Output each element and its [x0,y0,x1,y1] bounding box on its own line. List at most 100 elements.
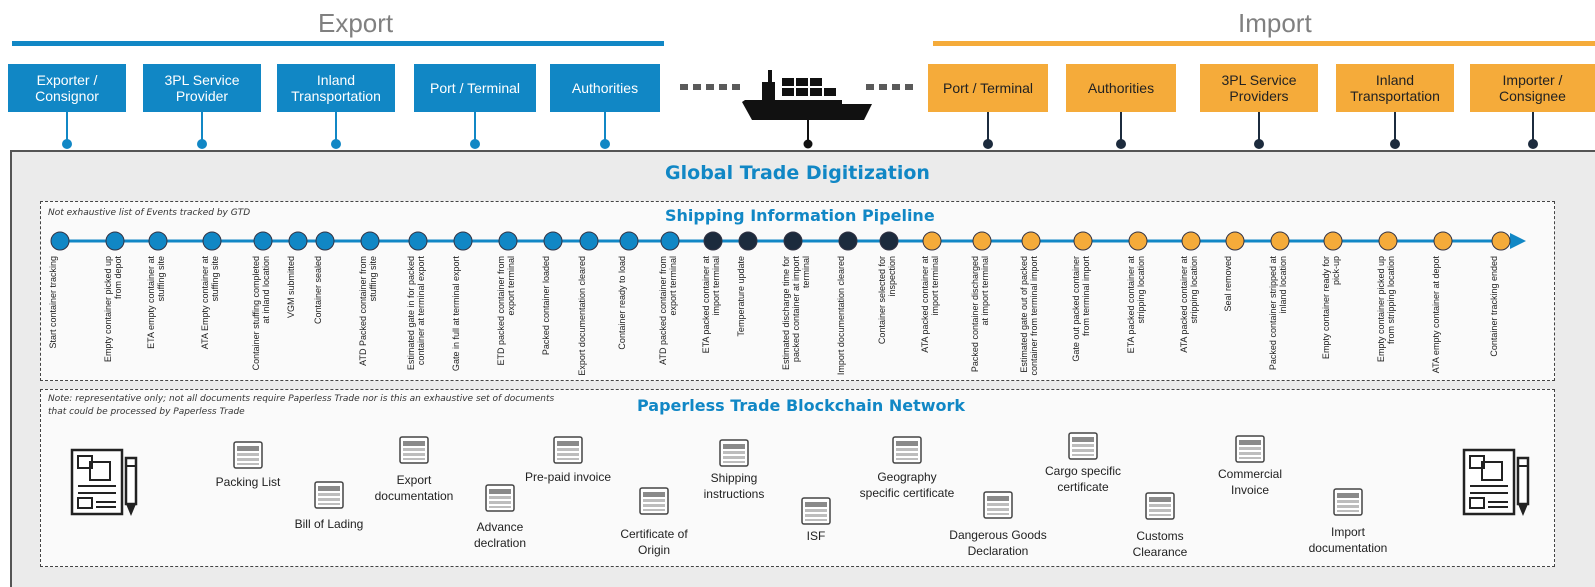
pipeline-event-label: Empty container picked up from depot [103,256,123,363]
document-label: Bill of Lading [294,517,364,531]
document-label: Dangerous Goods Declaration [949,528,1047,558]
document-icon [983,491,1013,519]
pipeline-event-dot [972,231,992,251]
connector-dash [706,84,714,90]
pipeline-event-label: ATD packed container from export termina… [658,256,678,365]
pipeline-event-dot [838,231,858,251]
document-icon [1235,435,1265,463]
pipeline-event-dot [453,231,473,251]
blockchain-box [40,389,1555,567]
pipeline-event-label: ATA Empty container at stuffing site [200,256,220,350]
document-pencil-icon [70,448,138,516]
pipeline-event-dot [50,231,70,251]
document-label: Cargo specific certificate [1044,464,1122,494]
pipeline-event-dot [1433,231,1453,251]
pipeline-event-label: Gate out packed container from terminal … [1071,256,1091,362]
document-icon [399,436,429,464]
pipeline-event-dot [1491,231,1511,251]
pipeline-event-label: Estimated gate in for packed container a… [406,256,426,371]
pipeline-event-dot [783,231,803,251]
party-connector-dot [470,139,480,149]
connector-dash [719,84,727,90]
party-connector-dot [1390,139,1400,149]
pipeline-event-dot [1181,231,1201,251]
document-label: Advance declration [473,520,527,550]
pipeline-event-label: ETD packed container from export termina… [496,256,516,366]
pipeline-event-label: Gate in full at terminal export [451,256,461,372]
connector-dash [732,84,740,90]
pipeline-event-label: Estimated discharge time for packed cont… [781,256,811,371]
gtd-title: Global Trade Digitization [665,162,930,184]
document-label: Export documentation [374,473,454,503]
party-connector-dot [1116,139,1126,149]
pipeline-note: Not exhaustive list of Events tracked by… [48,208,251,218]
pipeline-event-dot [148,231,168,251]
pipeline-event-label: Temperature update [736,256,746,337]
connector-dash [892,84,900,90]
document-icon [892,436,922,464]
document-icon [1333,488,1363,516]
document-icon [314,481,344,509]
import-bar [933,41,1595,46]
party-connector [1394,112,1396,142]
party-connector-dot [331,139,341,149]
pipeline-event-dot [703,231,723,251]
party-connector [604,112,606,142]
pipeline-event-label: Container ready to load [617,256,627,350]
pipeline-event-label: Packed container loaded [541,256,551,356]
pipeline-event-label: ATA packed container at import terminal [920,256,940,353]
party-connector [201,112,203,142]
party-connector [474,112,476,142]
document-label: Pre-paid invoice [524,470,612,484]
pipeline-event-dot [288,231,308,251]
import-title: Import [1238,8,1312,38]
document-icon [719,439,749,467]
party-connector [335,112,337,142]
pipeline-event-dot [738,231,758,251]
pipeline-event-label: Packed container discharged at import te… [970,256,990,373]
document-pencil-icon [1462,448,1530,516]
party-connector [1532,112,1534,142]
document-label: Import documentation [1308,525,1388,555]
party-connector-dot [197,139,207,149]
pipeline-event-label: Empty container ready for pick-up [1321,256,1341,360]
document-icon [1145,492,1175,520]
pipeline-event-label: VGM submitted [286,256,296,319]
import-party-box: Port / Terminal [928,64,1048,112]
pipeline-event-dot [1128,231,1148,251]
party-connector [66,112,68,142]
document-icon [801,497,831,525]
pipeline-event-label: ATA empty container at depot [1431,256,1441,374]
party-connector-dot [62,139,72,149]
pipeline-event-label: Packed container stripped at inland loca… [1268,256,1288,371]
pipeline-event-label: Import documentation cleared [836,256,846,376]
pipeline-event-label: Start container tracking [48,256,58,349]
party-connector-dot [600,139,610,149]
document-label: Commercial Invoice [1217,467,1282,497]
export-party-box: Inland Transportation [277,64,395,112]
connector-dash [905,84,913,90]
export-title: Export [318,8,394,38]
pipeline-event-label: ETA empty container at stuffing site [146,256,166,349]
pipeline-event-dot [1225,231,1245,251]
party-connector-dot [1528,139,1538,149]
pipeline-event-dot [498,231,518,251]
pipeline-event-label: Container selected for inspection [877,256,897,345]
import-party-box: Importer / Consignee [1470,64,1595,112]
pipeline-event-label: ATD Packed container from stuffing site [358,256,378,366]
pipeline-event-dot [1021,231,1041,251]
connector-dash [693,84,701,90]
document-label: Certificate of Origin [620,527,688,557]
party-connector-dot [1254,139,1264,149]
pipeline-box [40,201,1555,381]
connector-dash [680,84,688,90]
pipeline-event-dot [315,231,335,251]
connector-dash [866,84,874,90]
pipeline-event-label: Export documentation cleared [577,256,587,376]
pipeline-event-dot [202,231,222,251]
pipeline-event-dot [879,231,899,251]
pipeline-event-dot [408,231,428,251]
pipeline-event-label: Container sealed [313,256,323,325]
pipeline-arrow [1510,233,1526,249]
pipeline-event-dot [1270,231,1290,251]
